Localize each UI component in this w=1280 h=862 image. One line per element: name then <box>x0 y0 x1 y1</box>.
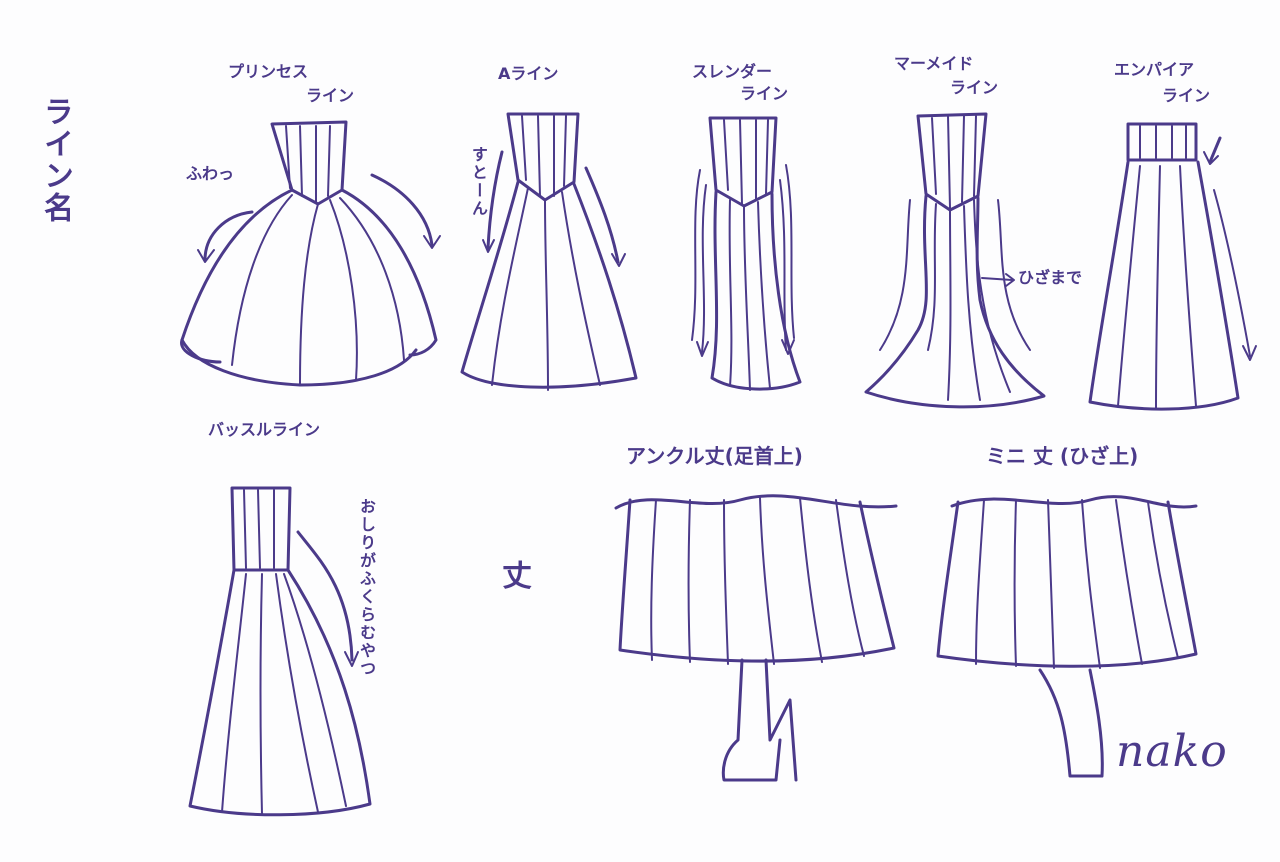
bustle-line-dress <box>188 486 372 817</box>
empire-label-line2: ライン <box>1162 86 1211 105</box>
princess-label-line1: プリンセス <box>228 62 309 81</box>
bustle-label: バッスルライン <box>208 420 321 439</box>
ankle-length-skirt <box>614 494 898 782</box>
mermaid-label-line2: ライン <box>950 78 999 97</box>
slender-label-line2: ライン <box>740 84 789 103</box>
mermaid-note: ひざまで <box>1018 268 1083 287</box>
princess-label-line2: ライン <box>306 86 355 105</box>
mermaid-line-dress <box>864 112 1046 409</box>
mini-length-label: ミニ 丈 (ひざ上) <box>986 444 1139 468</box>
empire-label-line1: エンパイア <box>1114 60 1195 79</box>
mini-length-skirt <box>936 495 1198 778</box>
slender-line-dress <box>691 116 802 391</box>
length-heading: 丈 <box>502 559 532 594</box>
empire-line-dress <box>1088 122 1257 411</box>
ankle-length-label: アンクル丈(足首上) <box>626 444 803 468</box>
mermaid-label-line1: マーメイド <box>894 54 974 73</box>
princess-line-dress <box>180 120 441 387</box>
a-line-label: Aライン <box>498 64 559 83</box>
a-line-note: すとーん <box>469 146 488 218</box>
bustle-note: おしりがふくらむやつ <box>357 498 376 678</box>
princess-note: ふわっ <box>186 164 235 183</box>
slender-label-line1: スレンダー <box>692 62 773 81</box>
a-line-dress <box>460 112 638 391</box>
artist-signature: nako <box>1116 726 1228 777</box>
page-title: ライン名 <box>38 96 73 224</box>
